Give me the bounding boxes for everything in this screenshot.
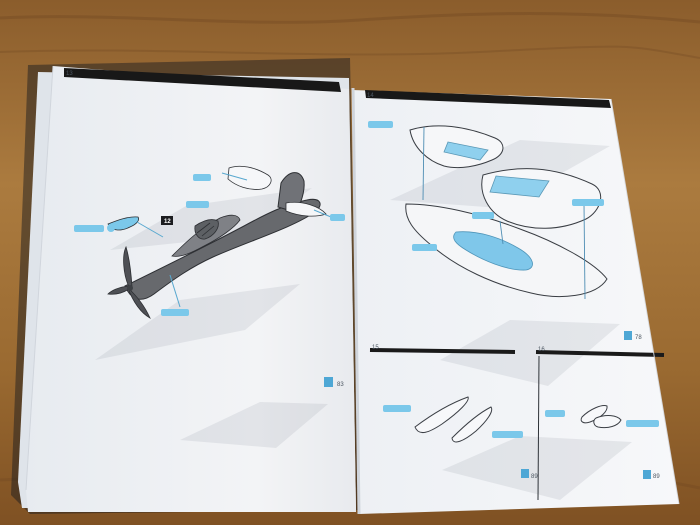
callout-badge [626, 420, 659, 427]
paint-pot-icon [324, 377, 333, 387]
upper-wing-left-highlight [443, 141, 489, 161]
callout-badge [412, 244, 437, 251]
propeller-blade-bottom [127, 287, 151, 319]
callout-badge [492, 431, 523, 438]
callout-badge [383, 405, 411, 412]
left-page-callouts: 12 83 [74, 174, 345, 388]
step-15-parts: 89 [383, 396, 538, 480]
left-paint-code: 83 [337, 382, 344, 388]
assembly-guide-line [169, 274, 181, 308]
paint-pot-icon [624, 331, 632, 340]
propeller-blade-left [107, 285, 130, 295]
callout-badge [186, 201, 209, 208]
right-page-callouts: 78 [368, 121, 642, 341]
step-16-parts: 89 [545, 405, 660, 480]
step-16-header-bar [535, 350, 665, 357]
step-16-part-b [593, 415, 622, 429]
step-15-part-b [451, 406, 493, 443]
callout-badge [472, 212, 494, 219]
right-page-number: 14 [367, 93, 374, 99]
cockpit [194, 219, 219, 240]
left-page-header-bar [64, 68, 341, 92]
callout-badge [545, 410, 565, 417]
guide-line [583, 203, 586, 300]
tail-plane [285, 201, 327, 217]
callout-badge [193, 174, 211, 181]
aircraft-assembly-diagram [107, 165, 332, 319]
paint-pot-icon [643, 470, 651, 479]
step-16-number: 16 [538, 347, 545, 353]
guide-line [422, 126, 425, 201]
left-page-shadow-pattern [95, 188, 328, 448]
assembly-guide-line [221, 172, 248, 181]
tailplane-part [227, 165, 272, 190]
left-page [26, 66, 356, 512]
step-15-paint-code: 89 [531, 474, 538, 480]
step-15-header-bar [369, 348, 516, 354]
step-15-number: 15 [372, 345, 379, 351]
left-page-number: 13 [66, 71, 73, 77]
right-paint-code: 78 [635, 335, 642, 341]
step-16-paint-code: 89 [653, 474, 660, 480]
step-16-part-a [580, 405, 608, 424]
left-page-edge [25, 65, 54, 491]
callout-circle [107, 224, 115, 232]
left-step-marker: 12 [164, 219, 171, 225]
right-page-header-bar [365, 90, 611, 108]
paint-pot-icon [521, 469, 529, 478]
callout-badge [74, 225, 104, 232]
wood-grain-line [0, 12, 700, 24]
step-15-part-a [414, 396, 469, 434]
spinner [127, 285, 133, 291]
callout-badge [161, 309, 189, 316]
book-spine [351, 87, 361, 515]
guide-line [499, 220, 504, 245]
assembly-guide-line [313, 209, 332, 218]
wing-assembly-diagram [405, 125, 608, 300]
wood-grain-line [0, 45, 700, 59]
step-divider [537, 355, 540, 501]
callout-badge [330, 214, 345, 221]
upper-wing-right-highlight [489, 175, 550, 198]
callout-badge [572, 199, 604, 206]
callout-badge [368, 121, 393, 128]
right-page-edge [610, 98, 680, 505]
step-marker-box [161, 216, 173, 225]
assembly-guide-line [136, 221, 164, 238]
propeller-blade-top [123, 245, 133, 288]
lower-wing-highlight [453, 231, 533, 271]
